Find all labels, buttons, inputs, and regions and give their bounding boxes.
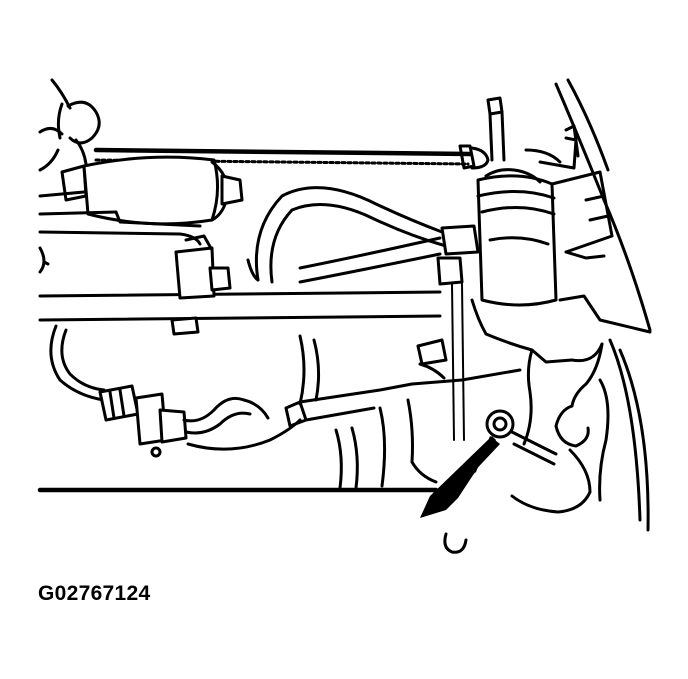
hose-end-fitting	[38, 78, 101, 172]
bolt-callout-arrow	[420, 436, 500, 554]
mounting-bolt	[485, 409, 558, 466]
wiring-harness	[49, 324, 446, 490]
figure-id-label: G02767124	[38, 582, 151, 605]
actuator-motor	[38, 155, 244, 228]
crossmember	[38, 230, 442, 336]
bracket-housing	[406, 78, 652, 532]
vacuum-hose	[246, 186, 448, 284]
